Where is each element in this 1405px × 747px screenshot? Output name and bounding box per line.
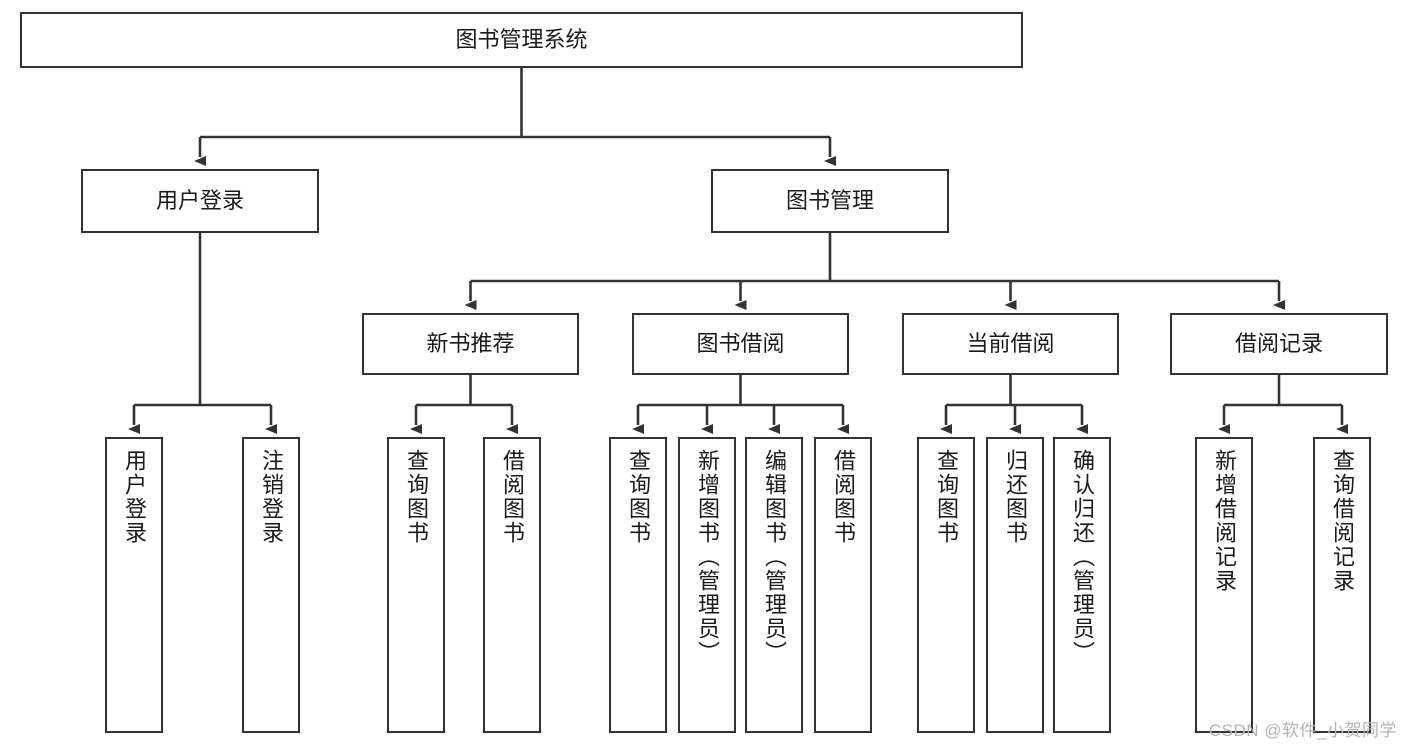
node-leaf-records-add: 新增借阅记录: [1195, 437, 1253, 733]
node-login: 用户登录: [81, 169, 319, 233]
node-leaf-borrow-edit: 编辑图书（管理员）: [745, 437, 803, 733]
node-label: 编辑图书（管理员）: [762, 449, 787, 665]
node-label: 新书推荐: [426, 331, 515, 357]
node-label: 查询借阅记录: [1330, 449, 1355, 593]
node-label: 确认归还（管理员）: [1070, 449, 1095, 665]
node-borrow: 图书借阅: [632, 313, 849, 375]
node-newbook: 新书推荐: [362, 313, 579, 375]
node-leaf-newbook-query: 查询图书: [387, 437, 445, 733]
node-label: 图书管理: [785, 188, 874, 214]
node-leaf-borrow-query: 查询图书: [609, 437, 667, 733]
node-label: 图书借阅: [696, 331, 785, 357]
node-label: 查询图书: [626, 449, 651, 545]
node-current: 当前借阅: [902, 313, 1119, 375]
node-leaf-newbook-borrow: 借阅图书: [483, 437, 541, 733]
node-label: 新增借阅记录: [1212, 449, 1237, 593]
node-bookmgmt: 图书管理: [711, 169, 949, 233]
node-records: 借阅记录: [1170, 313, 1388, 375]
node-leaf-borrow-lend: 借阅图书: [814, 437, 872, 733]
node-label: 用户登录: [122, 449, 147, 545]
watermark: CSDN @软件_小贺同学: [1208, 721, 1397, 740]
node-label: 当前借阅: [966, 331, 1055, 357]
node-label: 借阅记录: [1234, 331, 1323, 357]
node-leaf-user-logout: 注销登录: [242, 437, 300, 733]
node-label: 查询图书: [404, 449, 429, 545]
node-leaf-records-query: 查询借阅记录: [1313, 437, 1371, 733]
node-leaf-current-query: 查询图书: [917, 437, 975, 733]
node-label: 图书管理系统: [455, 27, 588, 53]
node-label: 新增图书（管理员）: [695, 449, 720, 665]
node-leaf-current-return: 归还图书: [986, 437, 1044, 733]
node-label: 用户登录: [155, 188, 244, 214]
node-label: 借阅图书: [500, 449, 525, 545]
node-label: 注销登录: [259, 449, 284, 545]
node-label: 查询图书: [934, 449, 959, 545]
node-leaf-current-confirm: 确认归还（管理员）: [1053, 437, 1111, 733]
node-leaf-user-login: 用户登录: [105, 437, 163, 733]
node-root: 图书管理系统: [20, 12, 1023, 68]
node-label: 借阅图书: [831, 449, 856, 545]
node-leaf-borrow-add: 新增图书（管理员）: [678, 437, 736, 733]
node-label: 归还图书: [1003, 449, 1028, 545]
